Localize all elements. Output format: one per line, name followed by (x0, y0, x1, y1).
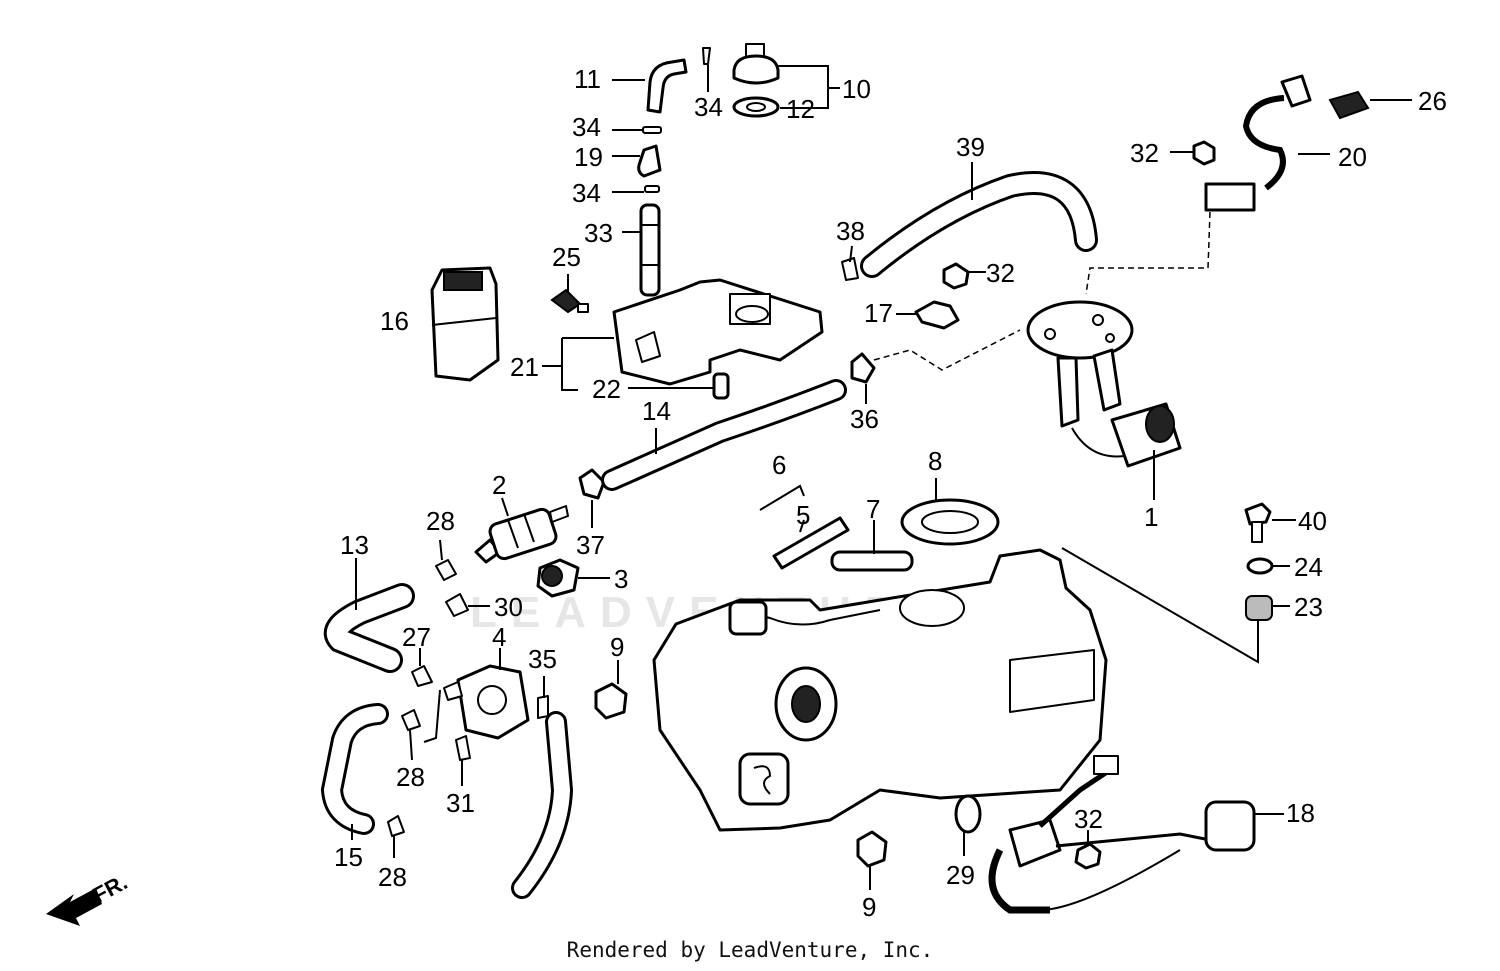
callout-9a: 9 (610, 632, 624, 662)
callout-6: 6 (772, 450, 786, 480)
part-fuel-pump-4 (443, 664, 530, 740)
part-fuel-tank (652, 548, 1108, 832)
callout-16: 16 (380, 306, 409, 336)
callout-34b: 34 (572, 178, 601, 208)
callout-36: 36 (850, 404, 879, 434)
part-gasket-8 (900, 498, 1000, 546)
callout-1: 1 (1144, 502, 1158, 532)
callout-28a: 28 (426, 506, 455, 536)
part-sender-18 (988, 755, 1256, 914)
callout-17: 17 (864, 298, 893, 328)
part-filter-2 (474, 505, 569, 564)
callout-34a: 34 (572, 112, 601, 142)
callout-2: 2 (492, 470, 506, 500)
callout-19: 19 (574, 142, 603, 172)
callout-15: 15 (334, 842, 363, 872)
part-breather-hoses (637, 126, 662, 297)
callout-10: 10 (842, 74, 871, 104)
callout-31: 31 (446, 788, 475, 818)
part-small-clips (387, 559, 471, 837)
callout-28b: 28 (396, 762, 425, 792)
part-oring-29 (954, 794, 982, 834)
callout-29: 29 (946, 860, 975, 890)
callout-23: 23 (1294, 592, 1323, 622)
part-hose-14 (601, 379, 847, 491)
callout-32a: 32 (1130, 138, 1159, 168)
callout-11: 11 (574, 64, 601, 94)
callout-32c: 32 (1074, 804, 1103, 834)
callout-13: 13 (340, 530, 369, 560)
part-fuel-cap-10 (732, 43, 780, 118)
leader-lines (351, 64, 1412, 890)
callout-14: 14 (642, 396, 671, 426)
part-breather-tube-11 (646, 47, 711, 114)
callout-5: 5 (796, 500, 810, 530)
part-grommet-9b (856, 830, 888, 868)
part-bracket-21 (612, 278, 824, 386)
callout-39: 39 (956, 132, 985, 162)
part-harness-20 (1085, 74, 1370, 295)
part-mount-3 (536, 558, 580, 598)
callout-24: 24 (1294, 552, 1323, 582)
callout-35: 35 (528, 644, 557, 674)
part-hose-35 (511, 695, 574, 899)
callout-28c: 28 (378, 862, 407, 892)
callout-18: 18 (1286, 798, 1315, 828)
part-hoses-13-15 (320, 583, 415, 835)
callout-12: 12 (786, 94, 815, 124)
part-fuel-pump-1 (1026, 300, 1182, 468)
part-strips-5-7 (759, 484, 914, 572)
callout-22: 22 (592, 374, 621, 404)
callout-26: 26 (1418, 86, 1447, 116)
callout-30: 30 (494, 592, 523, 622)
callout-37: 37 (576, 530, 605, 560)
parts (46, 43, 1370, 926)
callout-33: 33 (584, 218, 613, 248)
part-bolt-set (1244, 502, 1274, 621)
callout-38: 38 (836, 216, 865, 246)
callout-34c: 34 (694, 92, 723, 122)
footer-credit: Rendered by LeadVenture, Inc. (566, 938, 934, 962)
callout-4: 4 (492, 622, 506, 652)
callout-21: 21 (510, 352, 539, 382)
part-sensor-17 (914, 300, 960, 330)
callout-labels: 1 2 3 4 5 6 7 8 9 9 10 11 12 13 14 15 16… (88, 64, 1446, 922)
callout-7: 7 (866, 494, 880, 524)
part-clip-22 (712, 372, 730, 400)
callout-27: 27 (402, 622, 431, 652)
callout-40: 40 (1298, 506, 1327, 536)
part-canister-16 (430, 266, 500, 382)
callout-20: 20 (1338, 142, 1367, 172)
callout-3: 3 (614, 564, 628, 594)
part-clamp-36 (850, 352, 876, 384)
part-fitting-25 (550, 288, 589, 314)
callout-25: 25 (552, 242, 581, 272)
part-grommet-9a (594, 682, 628, 720)
callout-9b: 9 (862, 892, 876, 922)
callout-32b: 32 (986, 258, 1015, 288)
front-direction-arrow (46, 888, 102, 926)
part-hose-39 (860, 171, 1098, 278)
callout-8: 8 (928, 446, 942, 476)
part-clamp-37 (578, 468, 606, 500)
